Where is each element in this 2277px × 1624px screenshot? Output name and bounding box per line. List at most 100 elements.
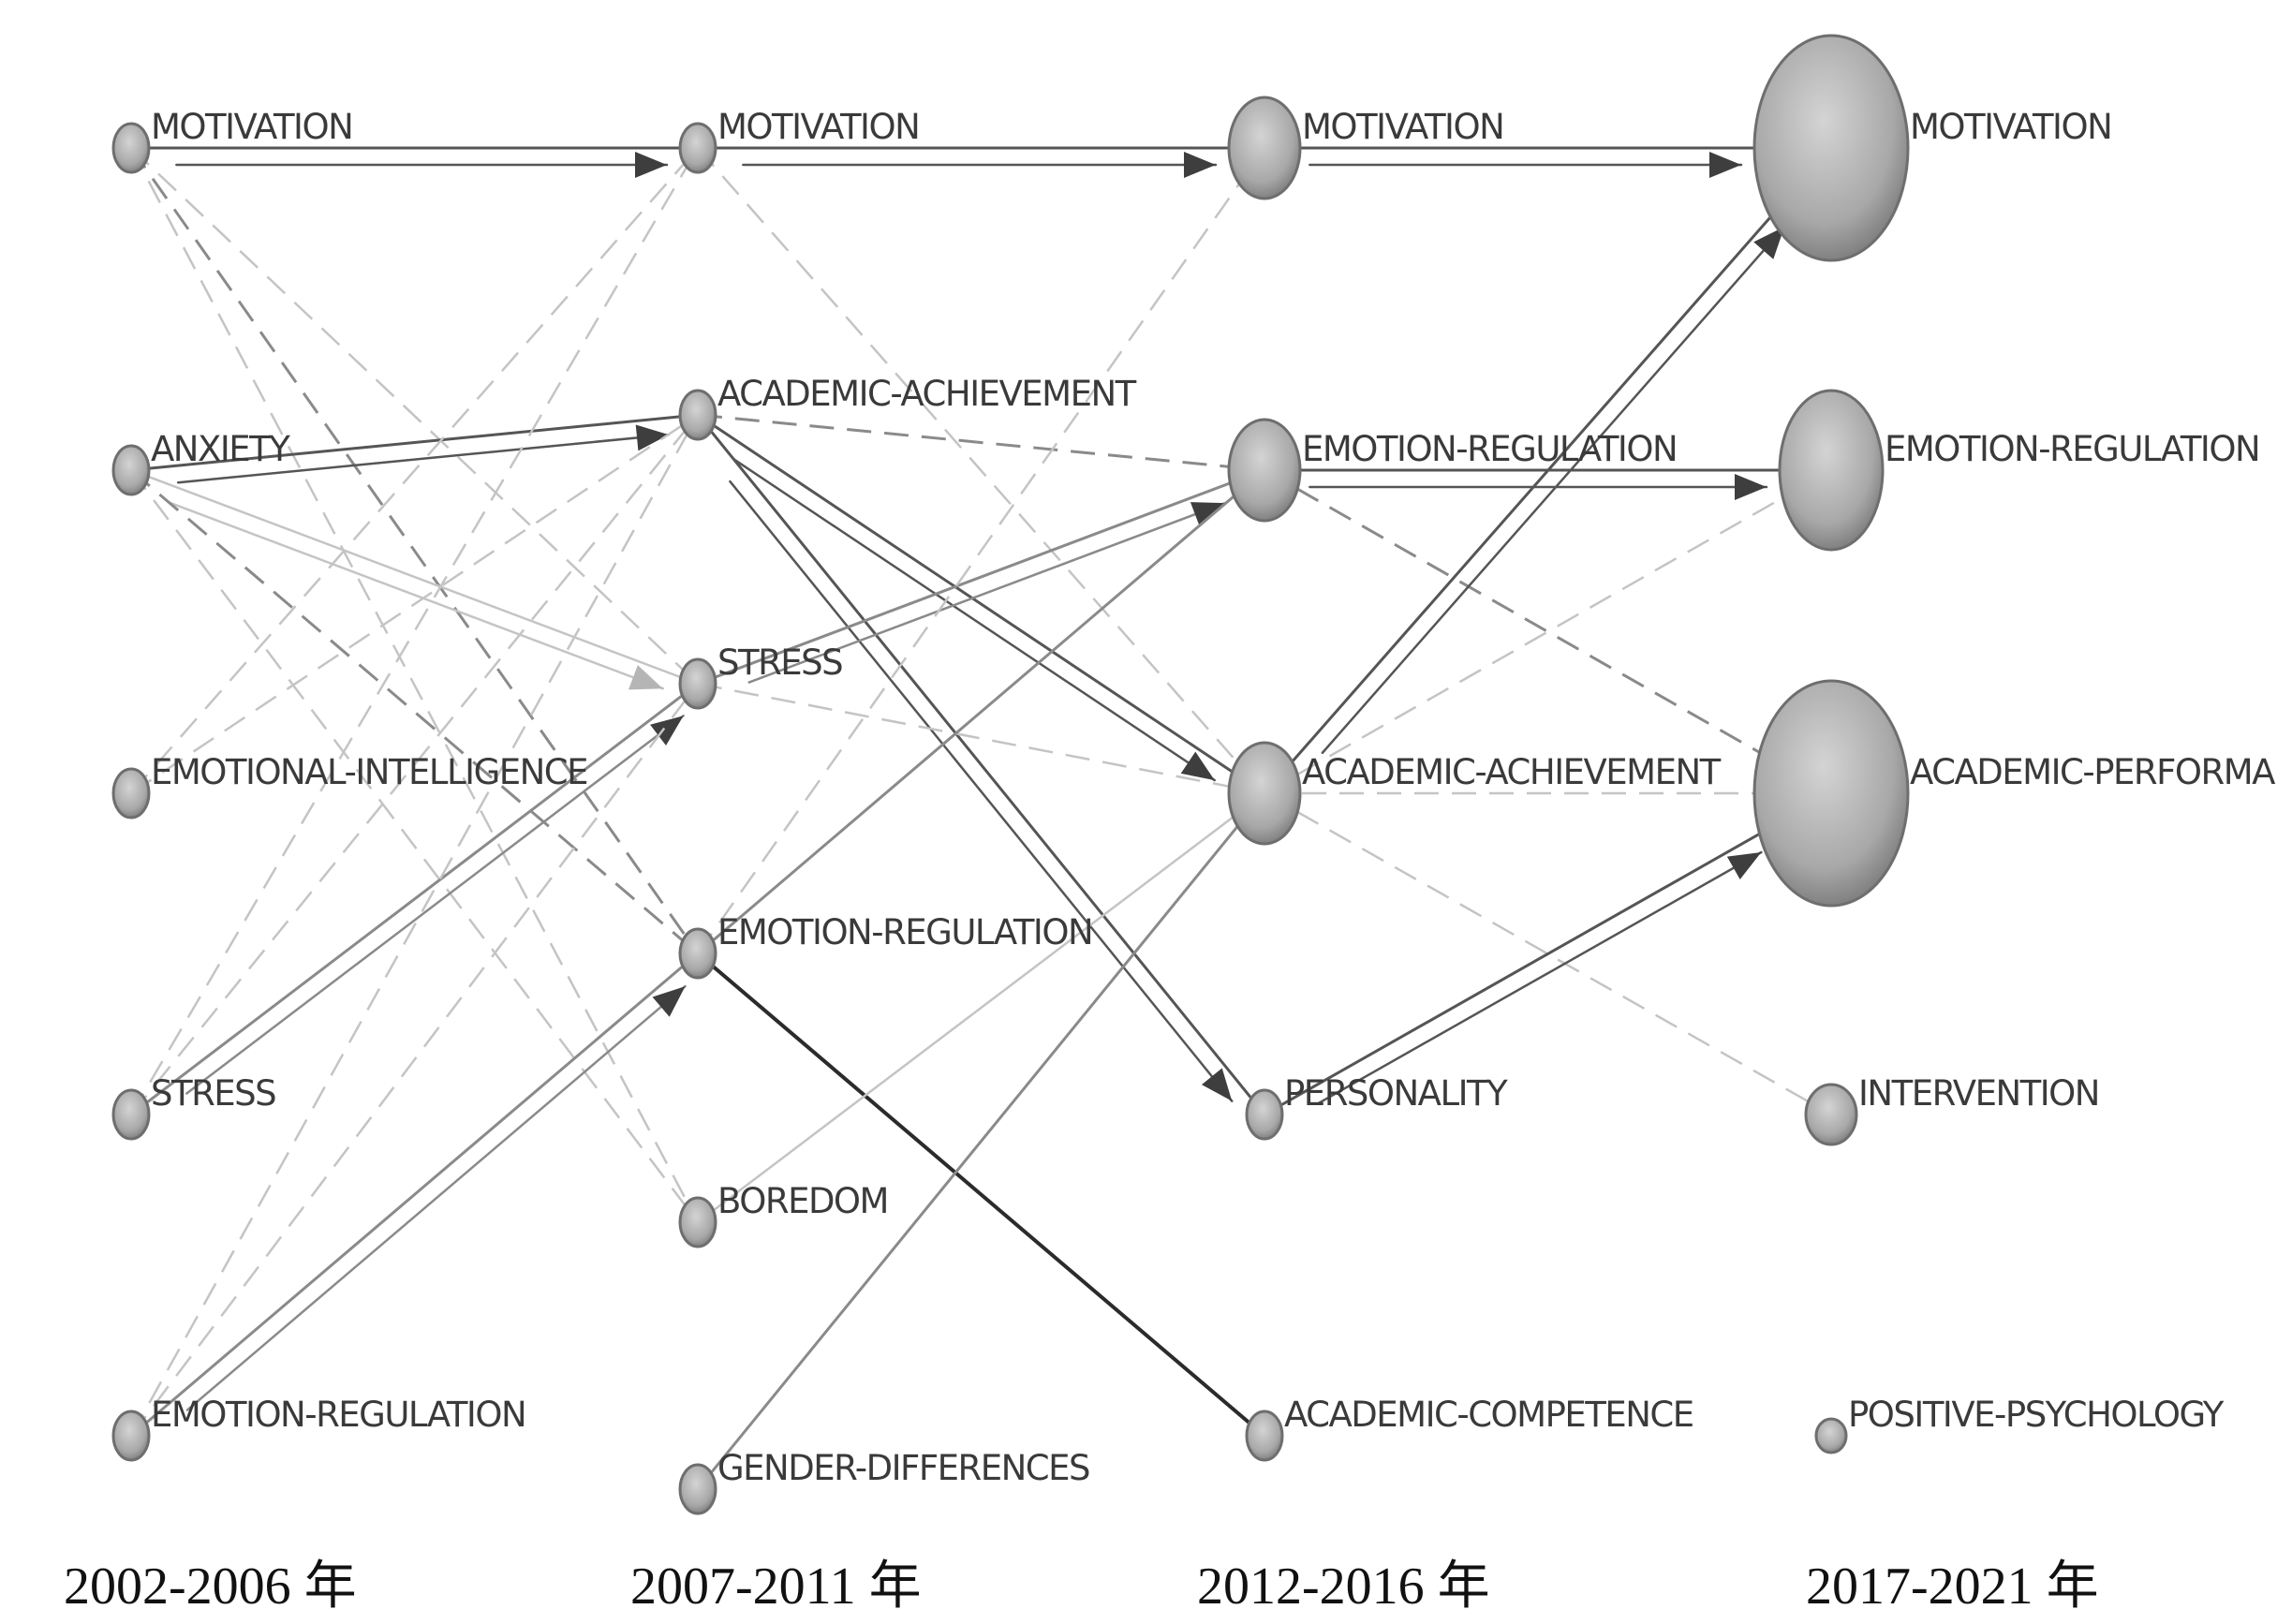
node-p1-emotion-regulation[interactable] — [111, 1410, 151, 1462]
node-p4-positive-psychology[interactable] — [1814, 1417, 1848, 1454]
link-p1-emotion-regulation-to-p2-emotion-regulation — [129, 952, 700, 1438]
link-p2-emotion-regulation-to-p3-academic-competence — [696, 952, 1266, 1438]
arrowhead-p1-anxiety-to-p2-academic-achievement — [635, 424, 669, 451]
arrow-line-p2-academic-achievement-to-p3-academic-achievement — [732, 458, 1217, 782]
node-p3-personality[interactable] — [1245, 1088, 1284, 1141]
arrowhead-p2-academic-achievement-to-p3-academic-achievement — [1180, 751, 1215, 781]
arrowhead-p3-emotion-regulation-to-p4-emotion-regulation — [1735, 474, 1767, 500]
node-p2-emotion-regulation[interactable] — [678, 927, 717, 980]
node-label-p2-gender-differences: GENDER-DIFFERENCES — [717, 1448, 1089, 1488]
node-p4-motivation[interactable] — [1752, 34, 1910, 262]
node-label-p4-intervention: INTERVENTION — [1858, 1073, 2099, 1114]
node-p1-anxiety[interactable] — [111, 444, 151, 496]
arrowhead-p2-stress-to-p3-emotion-regulation — [1190, 502, 1225, 527]
link-p3-personality-to-p4-academic-performance — [1263, 791, 1833, 1116]
link-p1-motivation-to-p2-emotion-regulation — [129, 147, 700, 954]
link-p2-emotion-regulation-to-p3-motivation — [696, 147, 1266, 954]
link-p1-motivation-to-p2-stress — [130, 147, 699, 685]
node-label-p2-stress: STRESS — [717, 642, 842, 683]
node-label-p1-emotion-regulation: EMOTION-REGULATION — [151, 1395, 525, 1435]
arrowhead-p3-personality-to-p4-academic-performance — [1726, 852, 1762, 879]
arrowhead-p1-anxiety-to-p2-stress — [628, 665, 663, 690]
labels-layer: MOTIVATION ANXIETY EMOTIONAL-INTELLIGENCE S… — [151, 107, 2277, 1488]
link-p3-emotion-regulation-to-p4-academic-performance — [1264, 468, 1832, 795]
link-p2-academic-achievement-to-p3-emotion-regulation — [697, 413, 1265, 472]
arrowhead-p3-motivation-to-p4-motivation — [1709, 152, 1741, 178]
link-p2-gender-differences-to-p3-academic-achievement — [696, 791, 1266, 1491]
node-label-p1-emotional-intelligence: EMOTIONAL-INTELLIGENCE — [151, 752, 587, 792]
arrow-line-p1-anxiety-to-p2-stress — [169, 501, 665, 690]
node-p3-academic-competence[interactable] — [1245, 1410, 1284, 1462]
period-label-1: 2007-2011 年 — [630, 1558, 922, 1616]
link-p1-emotional-intelligence-to-p2-academic-achievement — [130, 413, 699, 795]
link-p2-academic-achievement-to-p3-academic-achievement — [696, 413, 1266, 795]
period-labels: 2002-2006 年 2007-2011 年 2012-2016 年 2017-20… — [64, 1558, 2099, 1616]
node-label-p3-emotion-regulation: EMOTION-REGULATION — [1302, 429, 1677, 469]
link-p2-stress-to-p3-emotion-regulation — [696, 468, 1266, 686]
node-p1-stress[interactable] — [111, 1088, 151, 1141]
link-p2-motivation-to-p3-academic-achievement — [697, 147, 1265, 794]
period-label-2: 2012-2016 年 — [1197, 1558, 1490, 1616]
link-p1-anxiety-to-p2-stress — [129, 468, 700, 686]
link-p2-stress-to-p3-academic-achievement — [697, 682, 1265, 795]
link-p1-motivation-to-p2-boredom — [129, 147, 700, 1223]
node-p1-motivation[interactable] — [111, 122, 151, 174]
node-label-p3-academic-competence: ACADEMIC-COMPETENCE — [1284, 1395, 1693, 1435]
node-p2-academic-achievement[interactable] — [678, 389, 717, 441]
node-label-p4-motivation: MOTIVATION — [1910, 107, 2111, 147]
node-label-p2-boredom: BOREDOM — [717, 1181, 888, 1221]
node-label-p1-motivation: MOTIVATION — [151, 107, 352, 147]
arrowhead-p1-stress-to-p2-stress — [650, 716, 684, 746]
arrow-line-p3-academic-achievement-to-p4-motivation — [1321, 225, 1786, 755]
node-p2-boredom[interactable] — [678, 1196, 717, 1248]
arrow-line-p1-stress-to-p2-stress — [185, 715, 685, 1095]
link-p1-emotion-regulation-to-p2-stress — [130, 683, 699, 1437]
links-layer — [129, 146, 1833, 1491]
node-label-p3-personality: PERSONALITY — [1284, 1073, 1508, 1114]
arrowhead-p3-academic-achievement-to-p4-motivation — [1753, 227, 1785, 259]
node-label-p4-emotion-regulation: EMOTION-REGULATION — [1885, 429, 2259, 469]
node-p3-academic-achievement[interactable] — [1227, 741, 1302, 846]
link-p1-stress-to-p2-academic-achievement — [130, 414, 699, 1115]
node-p4-academic-performance[interactable] — [1752, 679, 1910, 908]
period-label-0: 2002-2006 年 — [64, 1558, 357, 1616]
arrowhead-p1-emotion-regulation-to-p2-emotion-regulation — [652, 986, 686, 1017]
arrow-line-p1-anxiety-to-p2-academic-achievement — [176, 433, 671, 484]
node-p2-stress[interactable] — [678, 657, 717, 710]
node-label-p2-emotion-regulation: EMOTION-REGULATION — [717, 912, 1092, 952]
link-p1-emotion-regulation-to-p2-academic-achievement — [129, 414, 700, 1437]
arrowhead-p2-academic-achievement-to-p3-personality — [1201, 1068, 1233, 1101]
node-p1-emotional-intelligence[interactable] — [111, 767, 151, 819]
link-p1-stress-to-p2-motivation — [129, 147, 700, 1115]
link-p3-academic-achievement-to-p4-emotion-regulation — [1264, 468, 1832, 795]
period-label-3: 2017-2021 年 — [1806, 1558, 2099, 1616]
arrow-line-p1-emotion-regulation-to-p2-emotion-regulation — [185, 984, 687, 1411]
node-p4-intervention[interactable] — [1804, 1083, 1858, 1146]
link-p2-boredom-to-p3-academic-achievement — [696, 791, 1266, 1224]
node-p2-motivation[interactable] — [678, 122, 717, 174]
link-p3-academic-achievement-to-p4-motivation — [1263, 146, 1833, 795]
arrow-line-p3-personality-to-p4-academic-performance — [1317, 850, 1763, 1105]
link-p1-stress-to-p2-stress — [129, 682, 700, 1116]
link-p1-anxiety-to-p2-emotion-regulation — [130, 468, 699, 955]
node-label-p1-stress: STRESS — [151, 1073, 275, 1114]
arrowhead-p1-motivation-to-p2-motivation — [635, 152, 667, 178]
link-p3-academic-achievement-to-p4-intervention — [1264, 791, 1832, 1116]
link-p1-emotional-intelligence-to-p2-motivation — [130, 147, 699, 794]
link-p2-academic-achievement-to-p3-personality — [696, 413, 1266, 1116]
link-p2-emotion-regulation-to-p3-emotion-regulation — [696, 468, 1266, 955]
link-p1-anxiety-to-p2-boredom — [130, 469, 699, 1223]
node-p2-gender-differences[interactable] — [678, 1463, 717, 1515]
node-label-p1-anxiety: ANXIETY — [151, 429, 290, 469]
arrow-line-p2-academic-achievement-to-p3-personality — [729, 480, 1234, 1102]
node-label-p3-academic-achievement: ACADEMIC-ACHIEVEMENT — [1302, 752, 1722, 792]
arrowhead-p2-motivation-to-p3-motivation — [1184, 152, 1216, 178]
node-label-p2-academic-achievement: ACADEMIC-ACHIEVEMENT — [717, 374, 1137, 414]
node-label-p3-motivation: MOTIVATION — [1302, 107, 1503, 147]
node-p4-emotion-regulation[interactable] — [1778, 389, 1885, 552]
node-p3-emotion-regulation[interactable] — [1227, 418, 1302, 523]
node-p3-motivation[interactable] — [1227, 96, 1302, 200]
node-label-p4-academic-performance: ACADEMIC-PERFORMANCE — [1910, 752, 2277, 792]
link-p1-anxiety-to-p2-academic-achievement — [129, 413, 700, 472]
